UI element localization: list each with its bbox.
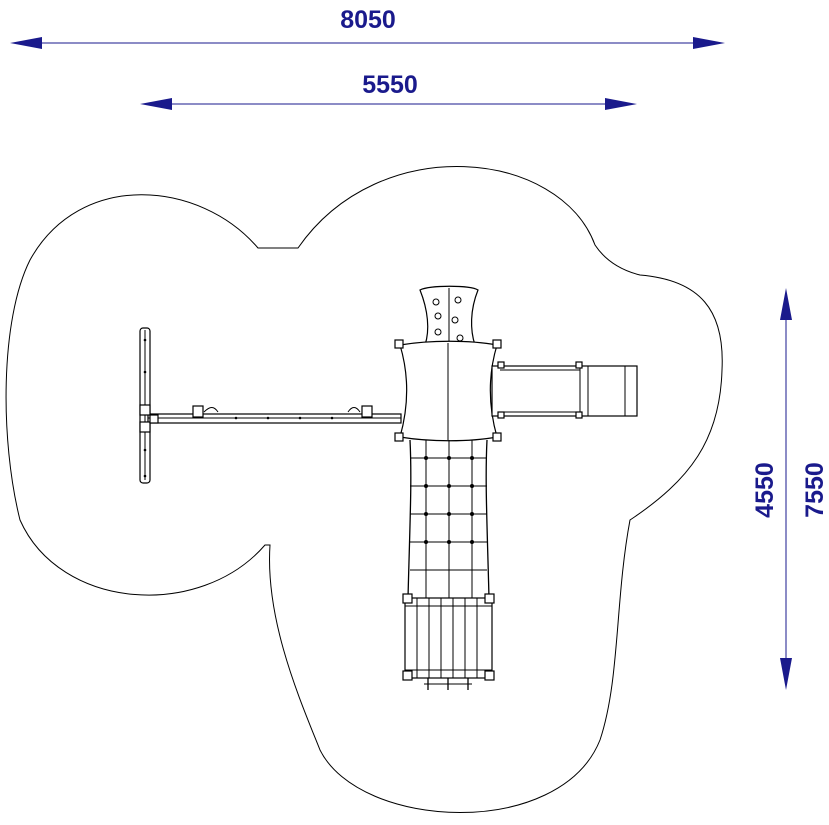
- dimension-inner-width: 5550: [140, 71, 637, 110]
- safety-zone-outline: [5, 166, 723, 813]
- overall-width-label: 8050: [340, 6, 396, 34]
- inner-height-label: 4550: [751, 462, 779, 518]
- rope-ladder: [424, 678, 472, 690]
- tower-platform: [394, 339, 502, 442]
- dimension-overall-width: 8050: [10, 6, 725, 49]
- overall-height-label: 7550: [801, 462, 829, 518]
- inner-width-label: 5550: [362, 71, 418, 99]
- bridge-deck: [402, 593, 495, 681]
- slide: [491, 361, 638, 419]
- dimension-vertical: 4550 7550: [751, 288, 829, 690]
- climbing-wall: [419, 285, 479, 346]
- net-climber: [407, 439, 490, 599]
- swing-frame: [139, 327, 402, 484]
